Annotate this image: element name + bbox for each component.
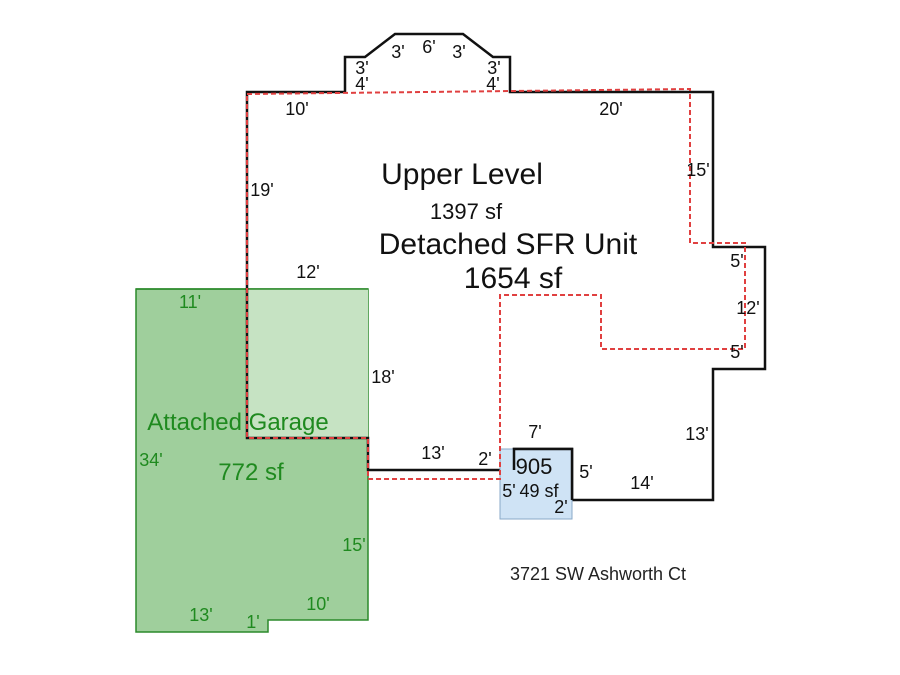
dim-garage-left-34: 34'	[139, 450, 162, 470]
dim-garage-bottom-13: 13'	[189, 605, 212, 625]
garage-overlap-area	[248, 289, 368, 438]
dim-bay-right-3: 3'	[487, 58, 500, 78]
dim-bay-left-3: 3'	[355, 58, 368, 78]
dim-small-top-7: 7'	[528, 422, 541, 442]
small-unit-label: 905	[516, 454, 553, 479]
dim-bottom-13: 13'	[421, 443, 444, 463]
small-unit-outline	[512, 447, 574, 500]
dim-mid-12: 12'	[296, 262, 319, 282]
dim-right-12: 12'	[736, 298, 759, 318]
garage-label: Attached Garage	[147, 409, 328, 436]
dim-bottom-2: 2'	[478, 449, 491, 469]
dim-right-5-bottom: 5'	[730, 342, 743, 362]
dim-small-5-left: 5'	[502, 481, 515, 501]
dim-garage-18: 18'	[371, 367, 394, 387]
upper-level-label: Upper Level	[381, 158, 543, 191]
dim-small-5-right: 5'	[579, 462, 592, 482]
garage-area-label: 772 sf	[218, 459, 284, 486]
dim-garage-15: 15'	[342, 535, 365, 555]
dim-left-19: 19'	[250, 180, 273, 200]
dim-right-5-top: 5'	[730, 251, 743, 271]
dim-bottom-right-14: 14'	[630, 473, 653, 493]
dim-garage-top-11: 11'	[179, 292, 201, 312]
dim-small-2: 2'	[554, 497, 567, 517]
dim-bay-right-4: 4'	[486, 74, 499, 94]
dim-top-right-20: 20'	[599, 99, 622, 119]
upper-level-area: 1397 sf	[430, 199, 503, 224]
dim-right-13: 13'	[685, 424, 708, 444]
dim-bay-left-diag-3: 3'	[391, 42, 404, 62]
dim-top-left-10: 10'	[285, 99, 308, 119]
address-label: 3721 SW Ashworth Ct	[510, 564, 686, 584]
sfr-unit-label: Detached SFR Unit	[379, 228, 638, 261]
sfr-unit-area: 1654 sf	[464, 262, 563, 295]
upper-level-outline	[246, 87, 746, 480]
dim-bay-top-6: 6'	[422, 37, 435, 57]
dim-right-15: 15'	[686, 160, 709, 180]
dim-bay-right-diag-3: 3'	[452, 42, 465, 62]
dim-bay-left-4: 4'	[355, 74, 368, 94]
dim-garage-bottom-1: 1'	[246, 612, 259, 632]
dim-garage-bottom-10: 10'	[306, 594, 329, 614]
house-outline	[245, 32, 767, 502]
small-unit-area: 49 sf	[519, 481, 559, 501]
